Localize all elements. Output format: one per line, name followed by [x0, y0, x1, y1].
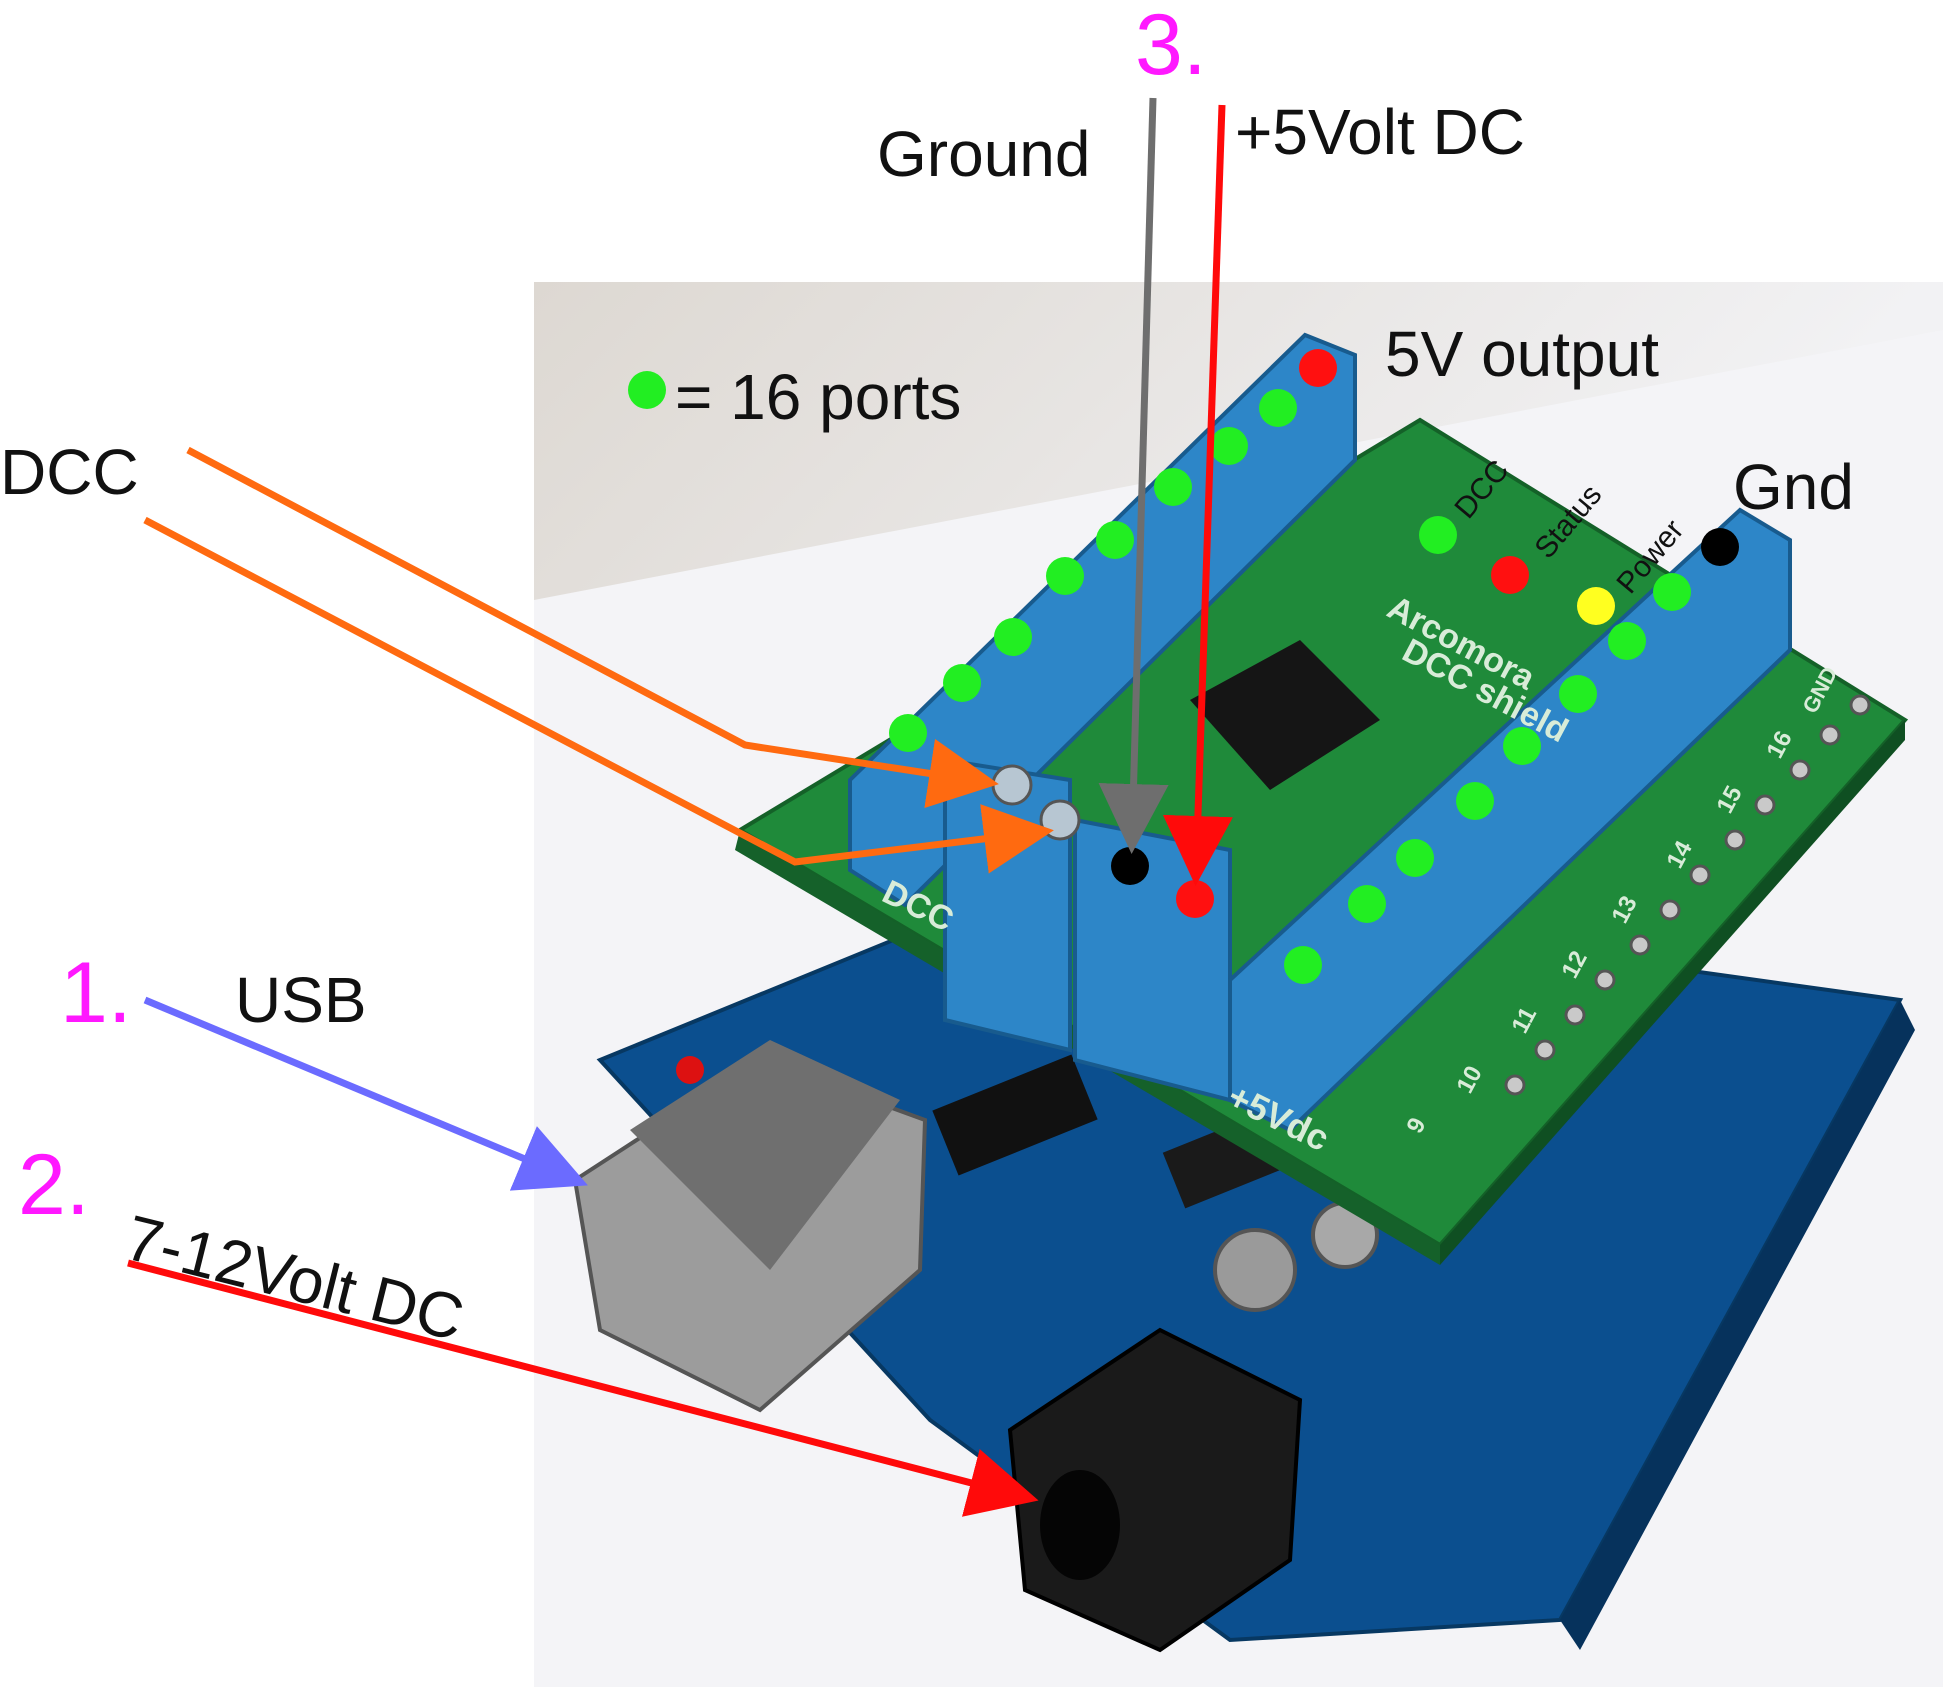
port-dots-right	[1284, 573, 1691, 984]
port-dot	[1046, 557, 1084, 595]
dcc-screw	[991, 764, 1033, 806]
plus5-terminal-dot	[1176, 880, 1214, 918]
arduino-components	[676, 1054, 1379, 1312]
led-status-dot	[1491, 556, 1529, 594]
step-3-number: 3.	[1135, 0, 1207, 93]
ground-arrow	[1098, 97, 1169, 854]
ground-label: Ground	[877, 118, 1091, 190]
terminal-block-right	[1228, 507, 1792, 1133]
port-dots-top	[889, 389, 1297, 752]
port-dot	[1154, 468, 1192, 506]
usb-label: USB	[235, 964, 367, 1036]
dcc-label: DCC	[0, 436, 139, 508]
terminal-block-power	[1073, 817, 1232, 1103]
port-dot	[1653, 573, 1691, 611]
gnd-dot	[1701, 528, 1739, 566]
dcc-shield-pcb-edge-right	[1440, 720, 1905, 1265]
arduino-board-edge	[1560, 1000, 1915, 1650]
step-1-number: 1.	[60, 945, 132, 1041]
optocoupler-chip	[1190, 640, 1380, 790]
port-dot	[943, 664, 981, 702]
ports-legend-label: = 16 ports	[675, 361, 962, 433]
output-5v-dot	[1299, 349, 1337, 387]
port-dot	[1096, 521, 1134, 559]
port-dot	[1396, 839, 1434, 877]
dcc-arrow-lower	[143, 516, 1054, 874]
power-in-arrow	[127, 1259, 1039, 1517]
dcc-arrow-upper	[186, 446, 999, 809]
port-dot	[889, 714, 927, 752]
usb-arrow	[143, 996, 588, 1191]
usb-connector-top	[630, 1040, 900, 1270]
port-dot	[1259, 389, 1297, 427]
plus5-arrow	[1162, 104, 1233, 886]
port-dot	[1608, 622, 1646, 660]
port-dot	[1456, 782, 1494, 820]
step-2-number: 2.	[18, 1137, 90, 1233]
dcc-screw	[1039, 799, 1081, 841]
led-power-dot	[1577, 587, 1615, 625]
dc-jack-opening	[1040, 1470, 1120, 1580]
legend-port-dot	[628, 371, 666, 409]
led-dcc-dot	[1419, 516, 1457, 554]
plus5-label: +5Volt DC	[1235, 96, 1525, 168]
header-pins	[1504, 694, 1871, 1096]
gnd-label: Gnd	[1733, 451, 1854, 523]
port-dot	[1284, 946, 1322, 984]
port-dot	[1348, 885, 1386, 923]
port-dot	[1559, 675, 1597, 713]
port-dot	[1503, 727, 1541, 765]
ground-terminal-dot	[1111, 847, 1149, 885]
output-5v-label: 5V output	[1385, 318, 1659, 390]
port-dot	[1210, 427, 1248, 465]
port-dot	[994, 618, 1032, 656]
